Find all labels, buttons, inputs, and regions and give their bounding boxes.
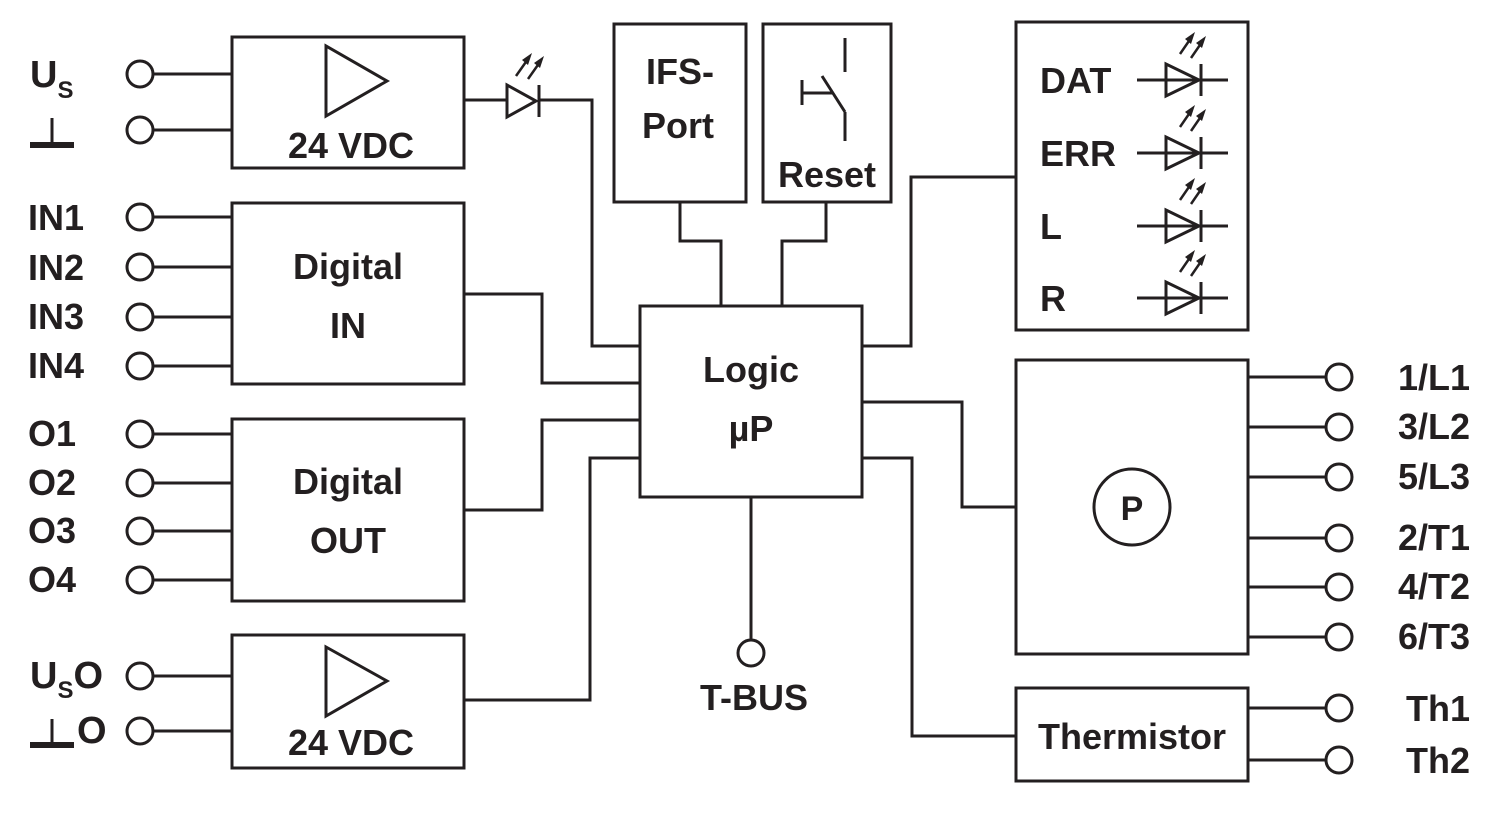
label-in1: IN1 xyxy=(28,197,84,238)
terminal-th1 xyxy=(1324,693,1354,723)
power-circle-icon xyxy=(1092,467,1172,547)
led-l-label: L xyxy=(1040,206,1062,247)
logic-label-2: µP xyxy=(729,408,774,449)
terminal-3-l2 xyxy=(1324,412,1354,442)
label-2-t1: 2/T1 xyxy=(1398,517,1470,558)
reset-switch-icon xyxy=(800,38,847,141)
terminal-gndo xyxy=(125,716,155,746)
terminal-o2 xyxy=(125,468,155,498)
tbus-label: T-BUS xyxy=(700,677,808,718)
terminal-tbus xyxy=(736,638,766,668)
led-panel xyxy=(1014,20,1250,332)
digital-in-label-1: Digital xyxy=(293,246,403,287)
supply-input-label: 24 VDC xyxy=(288,125,414,166)
terminal-in4 xyxy=(125,351,155,381)
label-1-l1: 1/L1 xyxy=(1398,357,1470,398)
right-terminals xyxy=(1248,362,1354,775)
label-o4: O4 xyxy=(28,559,76,600)
left-terminals xyxy=(125,59,232,746)
label-in2: IN2 xyxy=(28,247,84,288)
power-block xyxy=(1014,358,1250,656)
label-gndo-suffix: O xyxy=(77,710,107,752)
terminal-o4 xyxy=(125,565,155,595)
led-err-icon xyxy=(1137,105,1228,172)
led-err-label: ERR xyxy=(1040,133,1116,174)
label-uso: USO xyxy=(30,655,103,704)
power-label: P xyxy=(1121,490,1144,528)
ifs-port-label-2: Port xyxy=(642,105,714,146)
terminal-in1 xyxy=(125,202,155,232)
ground-icon xyxy=(30,719,74,748)
label-th2: Th2 xyxy=(1406,740,1470,781)
digital-out-label-1: Digital xyxy=(293,461,403,502)
terminal-gnd xyxy=(125,115,155,145)
terminal-2-t1 xyxy=(1324,523,1354,553)
digital-out-label-2: OUT xyxy=(310,520,386,561)
label-5-l3: 5/L3 xyxy=(1398,456,1470,497)
ground-icon xyxy=(30,118,74,148)
label-3-l2: 3/L2 xyxy=(1398,406,1470,447)
digital-out-block xyxy=(230,417,466,603)
reset-label: Reset xyxy=(778,154,876,195)
led-dat-label: DAT xyxy=(1040,60,1111,101)
label-4-t2: 4/T2 xyxy=(1398,566,1470,607)
terminal-4-t2 xyxy=(1324,572,1354,602)
supply-output-label: 24 VDC xyxy=(288,722,414,763)
internal-wiring xyxy=(464,98,1016,738)
terminal-o3 xyxy=(125,516,155,546)
terminal-o1 xyxy=(125,419,155,449)
ifs-port-block xyxy=(612,22,748,204)
label-o3: O3 xyxy=(28,510,76,551)
label-th1: Th1 xyxy=(1406,688,1470,729)
terminal-in2 xyxy=(125,252,155,282)
label-in4: IN4 xyxy=(28,345,84,386)
thermistor-label: Thermistor xyxy=(1038,716,1226,757)
amplifier-icon xyxy=(324,43,391,119)
digital-in-label-2: IN xyxy=(330,305,366,346)
reset-block xyxy=(761,22,893,204)
terminal-6-t3 xyxy=(1324,622,1354,652)
terminal-1-l1 xyxy=(1324,362,1354,392)
terminal-5-l3 xyxy=(1324,462,1354,492)
digital-in-block xyxy=(230,201,466,386)
supply-output-block xyxy=(230,633,466,770)
terminal-in3 xyxy=(125,302,155,332)
led-r-icon xyxy=(1137,250,1228,317)
ifs-port-label-1: IFS- xyxy=(646,51,714,92)
terminal-th2 xyxy=(1324,745,1354,775)
label-o1: O1 xyxy=(28,413,76,454)
logic-label-1: Logic xyxy=(703,349,799,390)
terminal-us xyxy=(125,59,155,89)
logic-block xyxy=(638,304,864,499)
label-o2: O2 xyxy=(28,462,76,503)
led-l-icon xyxy=(1137,178,1228,245)
thermistor-block xyxy=(1014,686,1250,783)
label-6-t3: 6/T3 xyxy=(1398,616,1470,657)
led-dat-icon xyxy=(1137,32,1228,99)
label-us: US xyxy=(30,54,73,104)
led-r-label: R xyxy=(1040,278,1066,319)
amplifier-icon xyxy=(324,644,391,719)
led-icon xyxy=(505,53,544,120)
label-in3: IN3 xyxy=(28,296,84,337)
terminal-uso xyxy=(125,661,155,691)
